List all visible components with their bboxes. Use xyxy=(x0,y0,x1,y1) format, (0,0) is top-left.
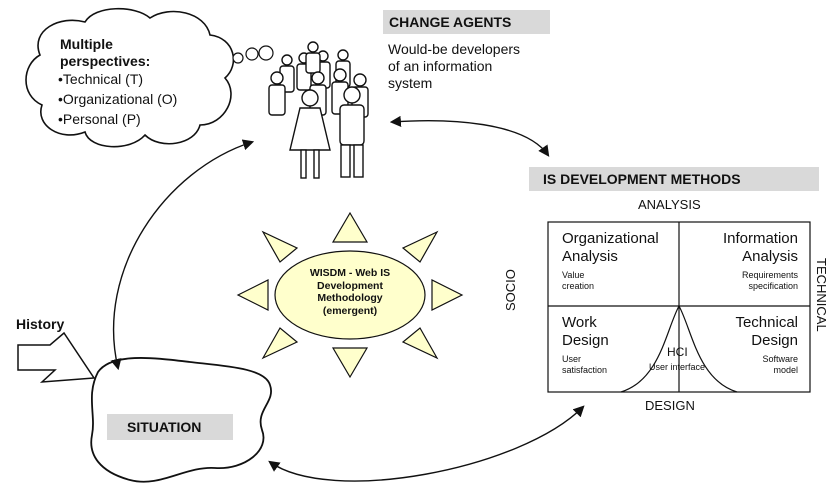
quadrant-title-line-1: Information xyxy=(722,230,798,247)
design-label: DESIGN xyxy=(645,398,695,413)
quadrant-title-line-1: Technical xyxy=(735,314,798,331)
quadrant-title-line-1: Organizational xyxy=(562,230,659,247)
change-agents-title: CHANGE AGENTS xyxy=(389,14,512,30)
thought-heading-2: perspectives: xyxy=(60,53,151,69)
wisdm-label: WISDM - Web IS Development Methodology (… xyxy=(290,267,410,317)
quadrant-information-analysis: Information Analysis Requirements specif… xyxy=(688,230,798,292)
quadrant-title-line-2: Design xyxy=(562,332,609,349)
history-arrow-icon xyxy=(17,331,96,383)
methods-title: IS DEVELOPMENT METHODS xyxy=(543,171,741,187)
change-agents-line-2: of an information xyxy=(388,58,493,74)
quadrant-title-line-2: Analysis xyxy=(742,248,798,265)
perspective-organizational: •Organizational (O) xyxy=(58,91,178,107)
history-label: History xyxy=(16,316,65,332)
quadrant-title-line-2: Design xyxy=(751,332,798,349)
perspective-personal: •Personal (P) xyxy=(58,111,141,127)
quadrant-sub-line-2: satisfaction xyxy=(562,365,608,375)
hci-subtitle: User interface xyxy=(649,362,706,372)
analysis-label: ANALYSIS xyxy=(638,197,701,212)
quadrant-sub-line-1: Software xyxy=(762,354,798,364)
wisdm-line-4: (emergent) xyxy=(322,304,378,317)
quadrant-sub-line-1: Requirements xyxy=(741,270,798,280)
hci-title: HCI xyxy=(667,345,688,359)
quadrant-sub-line-2: creation xyxy=(562,281,595,291)
methods-matrix xyxy=(547,221,811,393)
wisdm-line-1: WISDM - Web IS xyxy=(309,267,391,279)
quadrant-sub-line-2: specification xyxy=(748,281,798,291)
quadrant-title-line-2: Analysis xyxy=(562,248,618,265)
change-agents-line-1: Would-be developers xyxy=(388,41,521,57)
sun-icon xyxy=(236,211,464,379)
change-agents-header: CHANGE AGENTS xyxy=(383,10,550,34)
socio-label: SOCIO xyxy=(503,269,518,311)
quadrant-sub-line-2: model xyxy=(773,365,798,375)
quadrant-technical-design: Technical Design Software model xyxy=(718,314,798,376)
situation-label: SITUATION xyxy=(127,419,202,435)
quadrant-sub-line-1: User xyxy=(562,354,582,364)
situation-box: SITUATION xyxy=(107,414,233,440)
connector-arrows xyxy=(110,115,585,482)
perspective-technical: •Technical (T) xyxy=(58,71,144,87)
methods-header: IS DEVELOPMENT METHODS xyxy=(529,167,819,191)
wisdm-line-2: Development xyxy=(317,279,383,292)
people-group-icon xyxy=(268,41,369,179)
quadrant-organizational-analysis: Organizational Analysis Value creation xyxy=(562,230,672,292)
thought-heading-1: Multiple xyxy=(60,36,113,52)
change-agents-line-3: system xyxy=(388,75,433,91)
wisdm-line-3: Methodology xyxy=(317,292,383,304)
quadrant-title-line-1: Work xyxy=(562,314,597,331)
technical-label: TECHNICAL xyxy=(814,258,827,332)
quadrant-sub-line-1: Value xyxy=(562,270,585,280)
thought-bubble-icon xyxy=(25,7,274,148)
quadrant-work-design: Work Design User satisfaction xyxy=(562,314,642,376)
